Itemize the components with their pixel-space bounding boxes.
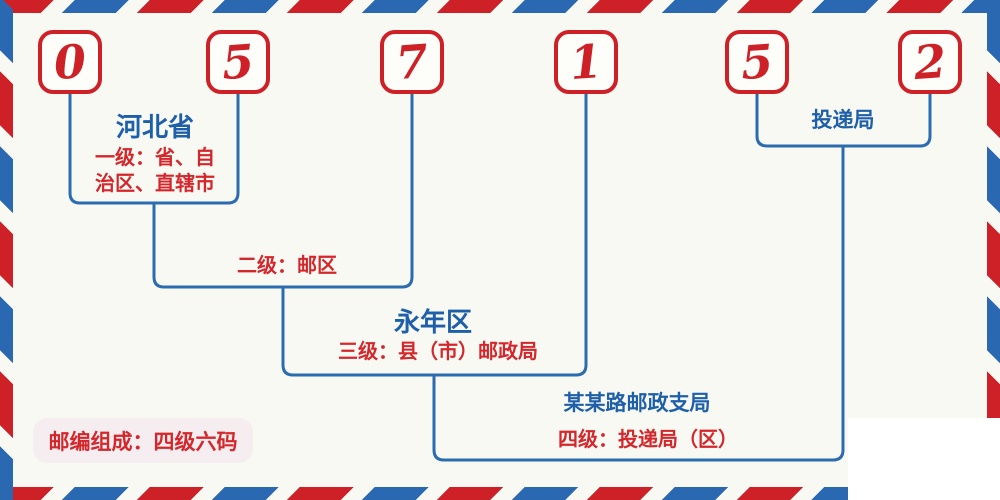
level2-description: 二级：邮区 [237,255,337,277]
digit-6: 2 [912,33,948,91]
composition-note-text: 邮编组成：四级六码 [48,430,238,454]
digit-box-6: 2 [898,30,962,94]
composition-note: 邮编组成：四级六码 [33,418,253,463]
airmail-border-bottom [0,487,1000,500]
digit-box-1: 0 [38,30,102,94]
digit-box-5: 5 [725,30,789,94]
airmail-border-right [987,0,1000,500]
bracket-delivery-group [755,92,932,148]
level1-description: 一级：省、自 治区、直辖市 [95,147,215,195]
blank-corner-patch [848,418,1000,500]
digit-box-3: 7 [380,30,444,94]
digit-2: 5 [220,33,256,91]
level4-description: 四级：投递局（区） [558,429,738,451]
delivery-group-label: 投递局 [811,109,875,132]
level3-description: 三级：县（市）邮政局 [338,341,538,363]
digit-4: 1 [568,33,604,91]
digit-box-2: 5 [206,30,270,94]
digit-5: 5 [739,33,775,91]
digit-box-4: 1 [554,30,618,94]
level4-office-name: 某某路邮政支局 [563,392,711,415]
level3-region-name: 永年区 [393,307,473,337]
bracket-level4 [432,144,845,462]
digit-1: 0 [52,33,88,91]
airmail-border-top [0,0,1000,13]
airmail-border-left [0,0,13,500]
digit-3: 7 [394,33,430,91]
level1-region-name: 河北省 [115,112,195,142]
